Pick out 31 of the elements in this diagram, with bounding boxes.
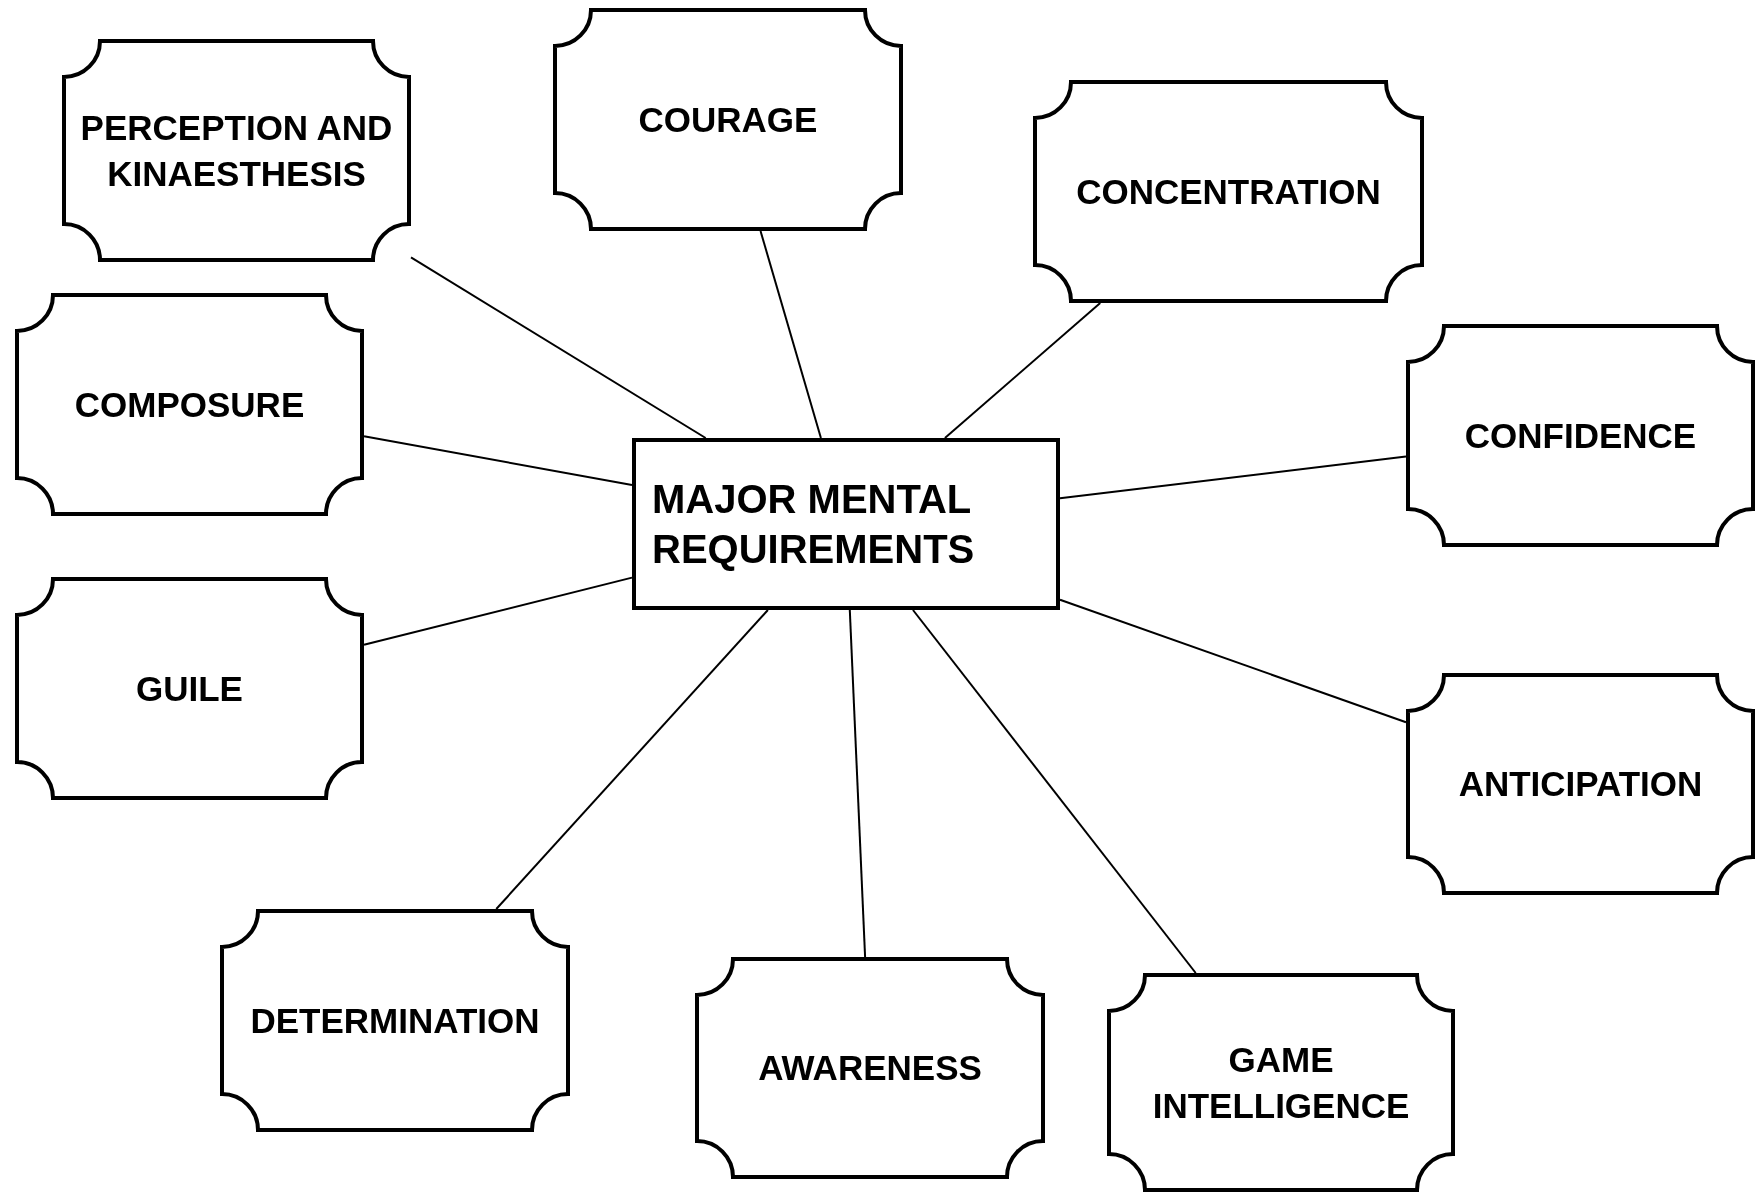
scalloped-box [15, 293, 364, 516]
connector-line [759, 230, 822, 439]
scalloped-box [1406, 324, 1755, 547]
scalloped-box [1033, 80, 1424, 303]
node-label: GAME INTELLIGENCE [1151, 1039, 1411, 1127]
node-label: GUILE [135, 667, 244, 710]
node-label: COURAGE [637, 98, 819, 141]
scalloped-box [553, 8, 903, 231]
connector-line [943, 302, 1102, 439]
scalloped-box [1406, 673, 1755, 895]
node-label: MAJOR MENTAL REQUIREMENTS [651, 476, 976, 573]
node-label: DETERMINATION [249, 999, 541, 1042]
node-label: CONCENTRATION [1075, 170, 1382, 213]
central-box [632, 438, 1060, 610]
scalloped-box [695, 957, 1045, 1179]
scalloped-box [220, 909, 570, 1132]
scalloped-box [62, 39, 411, 262]
node-label: ANTICIPATION [1457, 763, 1704, 806]
connector-line [363, 435, 633, 487]
scalloped-box [15, 577, 364, 800]
connector-line [912, 609, 1197, 974]
node-label: PERCEPTION AND KINAESTHESIS [79, 107, 394, 195]
connector-line [848, 609, 867, 958]
connector-line [363, 576, 633, 646]
connector-line [495, 609, 769, 910]
connector-line [1059, 598, 1407, 724]
node-label: CONFIDENCE [1463, 414, 1698, 457]
node-label: COMPOSURE [73, 383, 306, 426]
connector-line [1059, 455, 1407, 500]
scalloped-box [1107, 973, 1455, 1192]
node-label: AWARENESS [757, 1047, 983, 1090]
